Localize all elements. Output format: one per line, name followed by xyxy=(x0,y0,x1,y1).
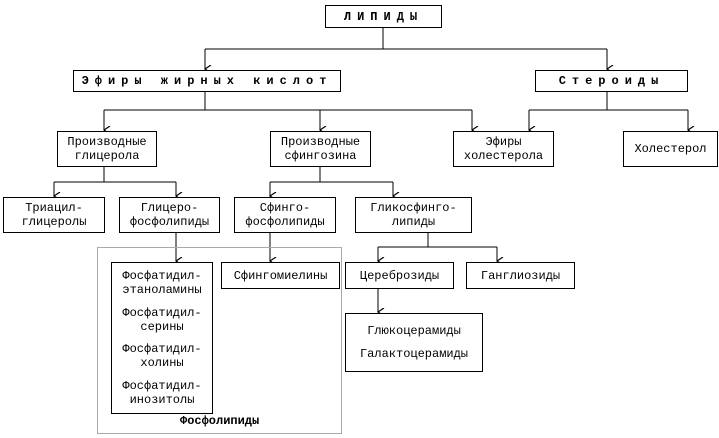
node-cholesterol: Холестерол xyxy=(623,131,718,167)
phospholipids-group-label: Фосфолипиды xyxy=(180,414,260,428)
line: сфингозина xyxy=(284,149,357,163)
line: фосфолипиды xyxy=(129,215,210,229)
line: глицерола xyxy=(74,149,140,163)
node-gangliosides: Ганглиозиды xyxy=(466,262,575,289)
phospholipids-group xyxy=(97,247,342,434)
line: инозитолы xyxy=(129,392,195,407)
line: Эфиры xyxy=(485,135,522,149)
node-sphingophospholipids: Сфинго-фосфолипиды xyxy=(234,197,336,233)
line: Производные xyxy=(67,135,147,149)
line: Глюкоцерамиды xyxy=(367,323,461,338)
connector xyxy=(205,27,607,50)
line: Глицеро- xyxy=(140,201,199,215)
connector xyxy=(270,166,393,183)
line: холины xyxy=(140,356,184,371)
connector xyxy=(378,232,497,248)
node-steroids: Стероиды xyxy=(535,70,688,92)
connector xyxy=(54,166,176,183)
list-item: Фосфатидил-инозитолы xyxy=(122,379,201,407)
line: Фосфатидил- xyxy=(122,269,202,284)
line: серины xyxy=(140,319,184,334)
line: Гликосфинго- xyxy=(370,201,457,215)
node-sphingomyelins: Сфингомиелины xyxy=(221,262,340,289)
line: этаноламины xyxy=(122,283,202,298)
line: Триацил- xyxy=(25,201,83,215)
line: Сфинго- xyxy=(259,201,311,215)
node-glycerophospholipids: Глицеро-фосфолипиды xyxy=(119,197,220,233)
node-triacylglycerols: Триацил-глицеролы xyxy=(3,197,105,233)
node-cerebrosides: Цереброзиды xyxy=(345,262,454,289)
list-item: Фосфатидил-этаноламины xyxy=(122,269,201,297)
line: Фосфатидил- xyxy=(122,305,202,320)
list-item: Фосфатидил-серины xyxy=(122,306,201,334)
line: фосфолипиды xyxy=(245,215,325,229)
line: холестерола xyxy=(463,149,544,163)
node-glycosphingolipids: Гликосфинго-липиды xyxy=(355,197,472,233)
line: Галактоцерамиды xyxy=(359,347,469,362)
line: глицеролы xyxy=(21,215,87,229)
line: Фосфатидил- xyxy=(122,342,202,357)
node-lipids: ЛИПИДЫ xyxy=(325,5,442,28)
connector xyxy=(104,91,472,111)
node-phosphatidyl-list: Фосфатидил-этаноламины Фосфатидил-серины… xyxy=(111,262,213,414)
line: липиды xyxy=(391,215,436,229)
line: Производные xyxy=(280,135,361,149)
node-fatty-acid-esters: Эфиры жирных кислот xyxy=(73,70,341,92)
list-item: Фосфатидил-холины xyxy=(122,342,201,370)
line: Фосфатидил- xyxy=(122,378,202,393)
connector xyxy=(529,91,688,111)
